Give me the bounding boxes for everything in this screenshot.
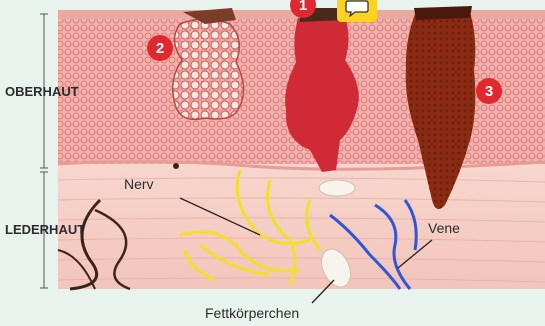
speech-bubble-icon[interactable]	[337, 0, 377, 22]
badge-3: 3	[476, 78, 502, 104]
label-nerv: Nerv	[124, 176, 154, 192]
label-fettkoerperchen: Fettkörperchen	[205, 305, 299, 321]
label-vene: Vene	[428, 220, 460, 236]
badge-2: 2	[147, 35, 173, 61]
fat-cell	[319, 180, 355, 196]
lesion-2	[173, 19, 244, 119]
label-lederhaut: LEDERHAUT	[5, 222, 85, 237]
speech-bubble-glyph	[345, 0, 369, 17]
label-oberhaut: OBERHAUT	[5, 84, 79, 99]
